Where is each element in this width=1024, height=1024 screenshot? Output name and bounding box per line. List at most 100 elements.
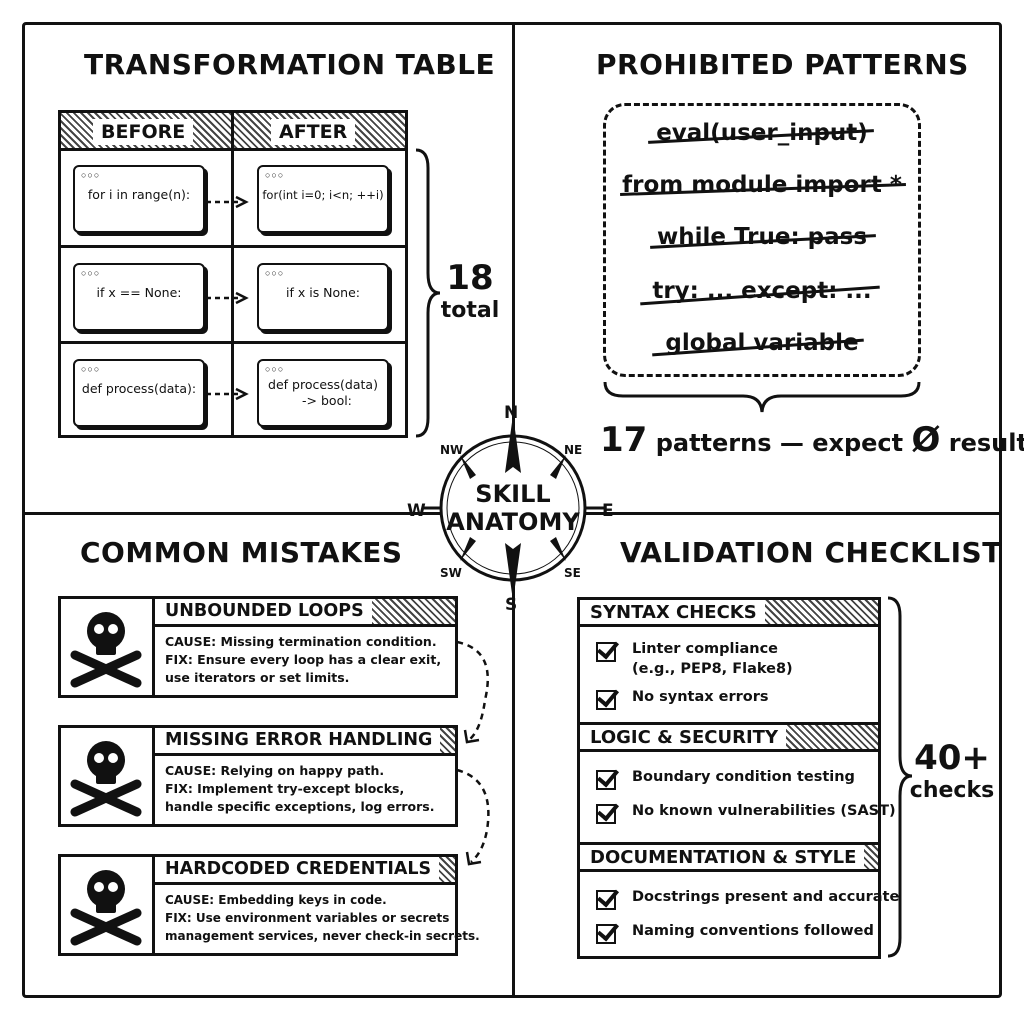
- checked-checkbox-icon: [596, 924, 616, 944]
- checklist-item-label: Naming conventions followed: [632, 923, 874, 939]
- transform-arrow-icon: [206, 291, 249, 305]
- window-dots-icon: ○○○: [265, 170, 285, 180]
- validation-count: 40+: [914, 738, 990, 778]
- checked-checkbox-icon: [596, 690, 616, 710]
- mistake-fix: FIX: Ensure every loop has a clear exit,: [165, 652, 442, 667]
- checked-checkbox-icon: [596, 890, 616, 910]
- skull-crossbones-icon: [61, 857, 155, 953]
- window-dots-icon: ○○○: [265, 364, 285, 374]
- mistake-heading: MISSING ERROR HANDLING: [155, 728, 441, 753]
- prohibited-footer-text: patterns — expect: [655, 429, 904, 457]
- mistake-card: UNBOUNDED LOOPS CAUSE: Missing terminati…: [58, 596, 458, 698]
- compass-label-w: W: [407, 501, 426, 521]
- transform-arrow-icon: [206, 387, 249, 401]
- checklist-item-label: Linter compliance: [632, 641, 779, 657]
- mistake-connector-arrows: [456, 640, 490, 866]
- mistake-fix: FIX: Implement try-except blocks,: [165, 781, 405, 796]
- window-dots-icon: ○○○: [81, 268, 101, 278]
- prohibited-footer: 17 patterns — expect Ø results: [600, 420, 1024, 460]
- checklist-section-header: SYNTAX CHECKS: [580, 597, 878, 627]
- after-code-box: ○○○ def process(data) -> bool:: [257, 359, 389, 427]
- checklist-item-label: (e.g., PEP8, Flake8): [632, 661, 793, 677]
- before-code-box: ○○○ def process(data):: [73, 359, 205, 427]
- prohibited-pattern: eval(user_input): [656, 120, 868, 146]
- prohibited-count: 17: [600, 420, 648, 460]
- checklist-section-header: LOGIC & SECURITY: [580, 722, 878, 752]
- transformation-table: BEFORE AFTER ○○○ for i in range(n): ○○○ …: [58, 110, 408, 438]
- compass-label-s: S: [505, 595, 518, 615]
- prohibited-title: PROHIBITED PATTERNS: [596, 48, 969, 81]
- section-heading: LOGIC & SECURITY: [580, 725, 786, 749]
- window-dots-icon: ○○○: [265, 268, 285, 278]
- validation-title: VALIDATION CHECKLIST: [620, 536, 1002, 569]
- window-dots-icon: ○○○: [81, 170, 101, 180]
- mistake-cause: CAUSE: Embedding keys in code.: [165, 893, 387, 907]
- prohibited-pattern: while True: pass: [656, 224, 868, 250]
- after-code: for(int i=0; i<n; ++i): [262, 188, 384, 202]
- compass-label-n: N: [504, 403, 519, 423]
- table-row-divider: [61, 245, 405, 248]
- prohibited-pattern: try: ... except: ...: [652, 278, 872, 304]
- before-code-box: ○○○ if x == None:: [73, 263, 205, 331]
- checklist-item-label: No syntax errors: [632, 689, 769, 705]
- mistake-heading-bar: HARDCODED CREDENTIALS: [155, 857, 455, 885]
- checked-checkbox-icon: [596, 804, 616, 824]
- before-code: if x == None:: [96, 285, 182, 300]
- prohibited-pattern: from module import *: [622, 172, 902, 198]
- mistake-body: CAUSE: Missing termination condition. FI…: [165, 633, 449, 687]
- validation-checklist: SYNTAX CHECKS Linter compliance (e.g., P…: [577, 597, 899, 959]
- compass-label-e: E: [602, 501, 614, 521]
- prohibited-box: [603, 103, 921, 377]
- prohibited-footer-end: results: [948, 429, 1024, 457]
- checklist-item-label: No known vulnerabilities (SAST): [632, 803, 896, 819]
- compass-label-sw: SW: [440, 566, 462, 580]
- compass-label-se: SE: [564, 566, 581, 580]
- mistake-fix-cont: use iterators or set limits.: [165, 670, 350, 685]
- mistake-card: MISSING ERROR HANDLING CAUSE: Relying on…: [58, 725, 458, 827]
- compass-rose: N NE E SE S SW W NW SKILL ANATOMY: [400, 395, 626, 621]
- transformation-title: TRANSFORMATION TABLE: [84, 48, 496, 81]
- checklist-item-label: Docstrings present and accurate: [632, 889, 900, 905]
- checklist-section-header: DOCUMENTATION & STYLE: [580, 842, 878, 872]
- section-heading: SYNTAX CHECKS: [580, 600, 765, 624]
- after-code: def process(data) -> bool:: [268, 377, 378, 408]
- before-code: def process(data):: [81, 381, 197, 396]
- mistake-body: CAUSE: Relying on happy path. FIX: Imple…: [165, 762, 449, 816]
- total-brace-icon: [415, 148, 441, 438]
- section-heading: DOCUMENTATION & STYLE: [580, 845, 865, 869]
- table-column-divider: [231, 113, 234, 435]
- window-dots-icon: ○○○: [81, 364, 101, 374]
- checks-brace-icon: [887, 596, 913, 958]
- compass-label-ne: NE: [564, 443, 583, 457]
- before-header: BEFORE: [93, 119, 194, 145]
- patterns-brace-icon: [603, 381, 921, 413]
- mistake-body: CAUSE: Embedding keys in code. FIX: Use …: [165, 891, 480, 945]
- mistake-fix-cont: management services, never check-in secr…: [165, 929, 480, 943]
- compass-label-nw: NW: [440, 443, 464, 457]
- transform-arrow-icon: [206, 195, 249, 209]
- mistake-cause: CAUSE: Missing termination condition.: [165, 634, 437, 649]
- checked-checkbox-icon: [596, 642, 616, 662]
- mistake-cause: CAUSE: Relying on happy path.: [165, 763, 385, 778]
- mistake-heading-bar: UNBOUNDED LOOPS: [155, 599, 455, 627]
- after-code: if x is None:: [286, 285, 360, 300]
- before-code-box: ○○○ for i in range(n):: [73, 165, 205, 233]
- compass-center-line2: ANATOMY: [446, 508, 580, 536]
- mistakes-title: COMMON MISTAKES: [80, 536, 403, 569]
- mistake-heading: HARDCODED CREDENTIALS: [155, 857, 440, 882]
- checklist-item-label: Boundary condition testing: [632, 769, 855, 785]
- before-code: for i in range(n):: [87, 187, 191, 202]
- zero-symbol-icon: Ø: [911, 420, 941, 460]
- prohibited-pattern: global variable: [665, 330, 859, 356]
- skull-crossbones-icon: [61, 728, 155, 824]
- compass-center-line1: SKILL: [475, 480, 551, 508]
- validation-count-label: checks: [909, 778, 995, 803]
- after-header: AFTER: [271, 119, 356, 145]
- transformation-count-label: total: [440, 298, 500, 323]
- after-code-box: ○○○ for(int i=0; i<n; ++i): [257, 165, 389, 233]
- compass-icon: [422, 415, 604, 601]
- transformation-count: 18: [446, 258, 494, 298]
- mistake-fix: FIX: Use environment variables or secret…: [165, 911, 450, 925]
- after-code-box: ○○○ if x is None:: [257, 263, 389, 331]
- checked-checkbox-icon: [596, 770, 616, 790]
